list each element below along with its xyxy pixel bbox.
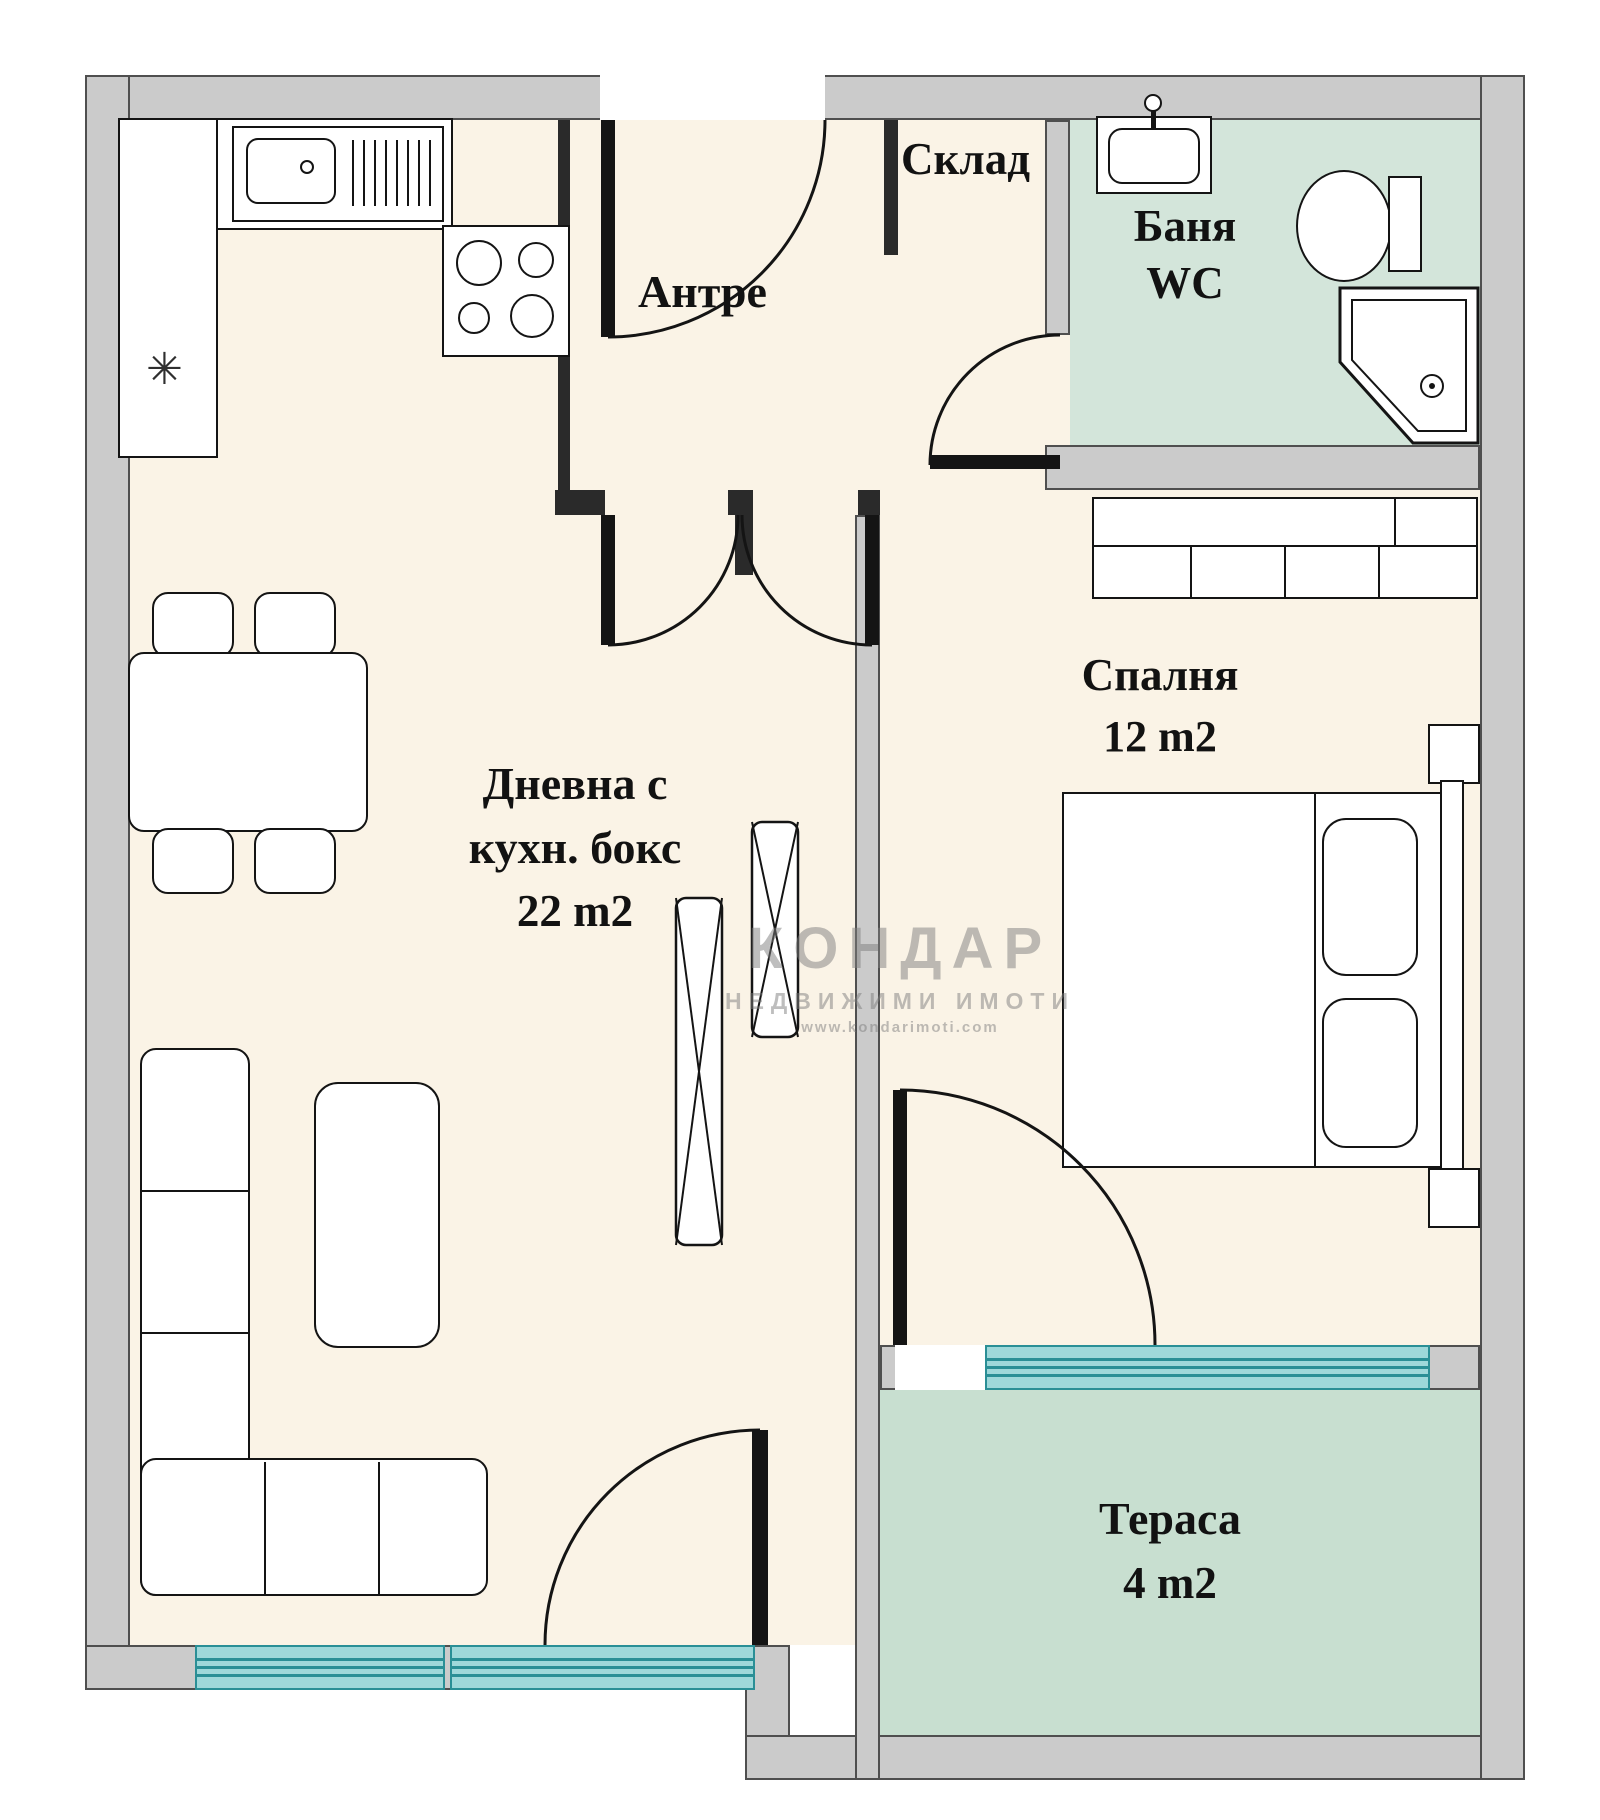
- pillow: [1322, 818, 1418, 976]
- nightstand: [1428, 724, 1480, 784]
- living-label-line2: кухн. бокс: [468, 822, 682, 873]
- living-label-line1: Дневна с: [482, 758, 668, 809]
- wardrobe: [1092, 497, 1478, 599]
- faucet-stem: [1151, 110, 1156, 128]
- kitchen-counter-left: [118, 118, 218, 458]
- dining-chair: [254, 828, 336, 894]
- stove: [442, 225, 570, 357]
- wardrobe-divider: [1094, 545, 1476, 547]
- toilet-bowl: [1296, 170, 1392, 282]
- stove-burner: [458, 302, 490, 334]
- bathroom-sink-bowl: [1108, 128, 1200, 184]
- dining-chair: [254, 592, 336, 658]
- bedroom-terrace-door-leaf: [893, 1090, 907, 1345]
- wall-bathroom-left: [1045, 120, 1070, 335]
- terrace-floor: [880, 1390, 1480, 1735]
- bedroom-door-leaf: [865, 515, 879, 645]
- bathroom-wc-label: WC: [1146, 258, 1224, 308]
- living-area-label: 22 m2: [516, 886, 634, 936]
- wall-storage-divider: [884, 120, 898, 255]
- wall-bathroom-bottom: [1045, 445, 1480, 490]
- entry-label: Антре: [638, 266, 767, 317]
- entrance-door-opening: [600, 75, 825, 120]
- stove-burner: [456, 240, 502, 286]
- sofa-seam: [142, 1332, 248, 1334]
- terrace-area-label: 4 m2: [1123, 1558, 1217, 1608]
- stove-burner: [510, 294, 554, 338]
- pillow: [1322, 998, 1418, 1148]
- wall-living-bedroom: [855, 515, 880, 1780]
- bathroom-door-opening: [1045, 335, 1070, 445]
- bathroom-door-leaf: [930, 455, 1060, 469]
- wardrobe-divider: [1394, 499, 1396, 545]
- terrace-label: Тераса: [1099, 1493, 1241, 1544]
- terrace-door-opening: [895, 1345, 985, 1390]
- entry-living-door-leaf: [601, 515, 615, 645]
- wall-right: [1480, 75, 1525, 1780]
- sofa-seam: [378, 1462, 380, 1594]
- sofa-seam: [142, 1190, 248, 1192]
- watermark-line2: НЕДВИЖИМИ ИМОТИ: [724, 988, 1076, 1014]
- toilet-tank: [1388, 176, 1422, 272]
- bed-divider: [1314, 794, 1316, 1166]
- dining-chair: [152, 592, 234, 658]
- wall-entry-bottom-a: [555, 490, 605, 515]
- chaise-lounge: [314, 1082, 440, 1348]
- dining-chair: [152, 828, 234, 894]
- watermark-line1: КОНДАР: [747, 916, 1053, 981]
- living-room-window-right: [450, 1645, 755, 1690]
- wall-entry-bottom-c: [858, 490, 880, 515]
- sofa-seam: [264, 1462, 266, 1594]
- sink-drain: [300, 160, 314, 174]
- living-terrace-door-leaf: [752, 1430, 768, 1645]
- bed-headboard: [1440, 780, 1464, 1178]
- fridge-icon: ✳: [146, 344, 183, 395]
- wardrobe-divider: [1378, 547, 1380, 599]
- dining-table: [128, 652, 368, 832]
- storage-label: Склад: [901, 134, 1030, 184]
- bedroom-terrace-window: [985, 1345, 1430, 1390]
- bedroom-area-label: 12 m2: [1103, 712, 1217, 761]
- door-jamb: [735, 490, 753, 575]
- bedroom-label: Спалня: [1081, 650, 1239, 700]
- watermark: КОНДАР НЕДВИЖИМИ ИМОТИ www.kondarimoti.c…: [640, 915, 1160, 1036]
- nightstand: [1428, 1168, 1480, 1228]
- kitchen-sink-bowl: [246, 138, 336, 204]
- living-room-window-left: [195, 1645, 445, 1690]
- stove-burner: [518, 242, 554, 278]
- wardrobe-divider: [1190, 547, 1192, 599]
- watermark-line3: www.kondarimoti.com: [801, 1019, 999, 1036]
- bathroom-label: Баня: [1133, 201, 1237, 251]
- sofa-section: [140, 1458, 488, 1596]
- sink-drainboard: [352, 140, 438, 206]
- wardrobe-divider: [1284, 547, 1286, 599]
